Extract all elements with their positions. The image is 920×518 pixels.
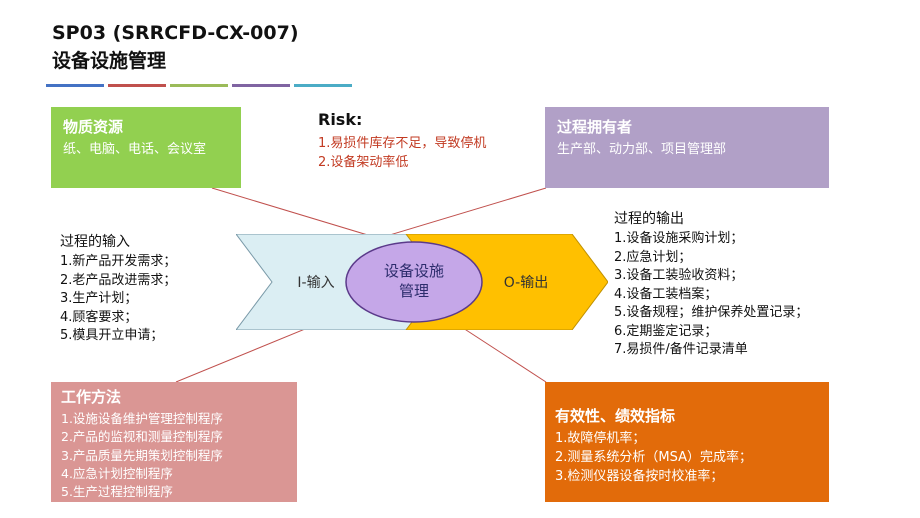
method-item: 5.生产过程控制程序 (61, 484, 173, 500)
kpi-item: 1.故障停机率； (555, 431, 646, 446)
risk-item: 1.易损件库存不足，导致停机 (318, 136, 487, 151)
resources-box: 物质资源 纸、电脑、电话、会议室 (51, 107, 241, 188)
output-item: 5.设备规程；维护保养处置记录； (614, 305, 809, 320)
process-flow: I-输入 O-输出 设备设施 管理 (236, 234, 608, 330)
page-title: 设备设施管理 (52, 50, 167, 72)
accent-strip-cyan (294, 84, 352, 87)
kpi-item: 3.检测仪器设备按时校准率； (555, 469, 724, 484)
method-item: 3.产品质量先期策划控制程序 (61, 447, 223, 463)
risk-item: 2.设备架动率低 (318, 155, 409, 170)
methods-heading: 工作方法 (61, 388, 122, 406)
output-item: 7.易损件/备件记录清单 (614, 342, 748, 357)
input-label: I-输入 (297, 275, 334, 291)
inputs-heading: 过程的输入 (60, 234, 130, 250)
kpi-item: 2.测量系统分析（MSA）完成率； (555, 450, 753, 465)
page-code: SP03 (SRRCFD-CX-007) (52, 22, 299, 44)
kpi-box: 有效性、绩效指标 1.故障停机率； 2.测量系统分析（MSA）完成率； 3.检测… (545, 382, 829, 502)
output-item: 2.应急计划； (614, 249, 692, 265)
output-item: 3.设备工装验收资料； (614, 268, 744, 283)
output-label: O-输出 (504, 275, 548, 291)
output-item: 6.定期鉴定记录； (614, 323, 718, 339)
method-item: 2.产品的监视和测量控制程序 (61, 429, 223, 445)
input-item: 1.新产品开发需求； (60, 254, 177, 269)
accent-strip-blue (46, 84, 104, 87)
process-name-line2: 管理 (399, 282, 429, 300)
input-item: 5.模具开立申请； (60, 328, 164, 343)
owner-text: 生产部、动力部、项目管理部 (557, 142, 727, 157)
methods-box: 工作方法 1.设施设备维护管理控制程序 2.产品的监视和测量控制程序 3.产品质… (51, 382, 297, 502)
method-item: 4.应急计划控制程序 (61, 465, 173, 481)
owner-heading: 过程拥有者 (557, 118, 633, 136)
resources-text: 纸、电脑、电话、会议室 (63, 142, 207, 157)
input-item: 3.生产计划； (60, 291, 138, 306)
kpi-heading: 有效性、绩效指标 (555, 407, 676, 425)
input-item: 2.老产品改进需求； (60, 272, 177, 288)
outputs-heading: 过程的输出 (614, 211, 684, 227)
method-item: 1.设施设备维护管理控制程序 (61, 411, 223, 426)
resources-heading: 物质资源 (63, 118, 124, 136)
process-name-line1: 设备设施 (384, 262, 444, 280)
input-item: 4.顾客要求； (60, 309, 138, 325)
output-item: 1.设备设施采购计划； (614, 231, 744, 246)
accent-strip-green (170, 84, 228, 87)
accent-strip-purple (232, 84, 290, 87)
output-item: 4.设备工装档案； (614, 286, 718, 302)
risk-heading: Risk: (318, 110, 363, 129)
accent-strip-red (108, 84, 166, 87)
process-ellipse (345, 241, 483, 323)
owner-box: 过程拥有者 生产部、动力部、项目管理部 (545, 107, 829, 188)
